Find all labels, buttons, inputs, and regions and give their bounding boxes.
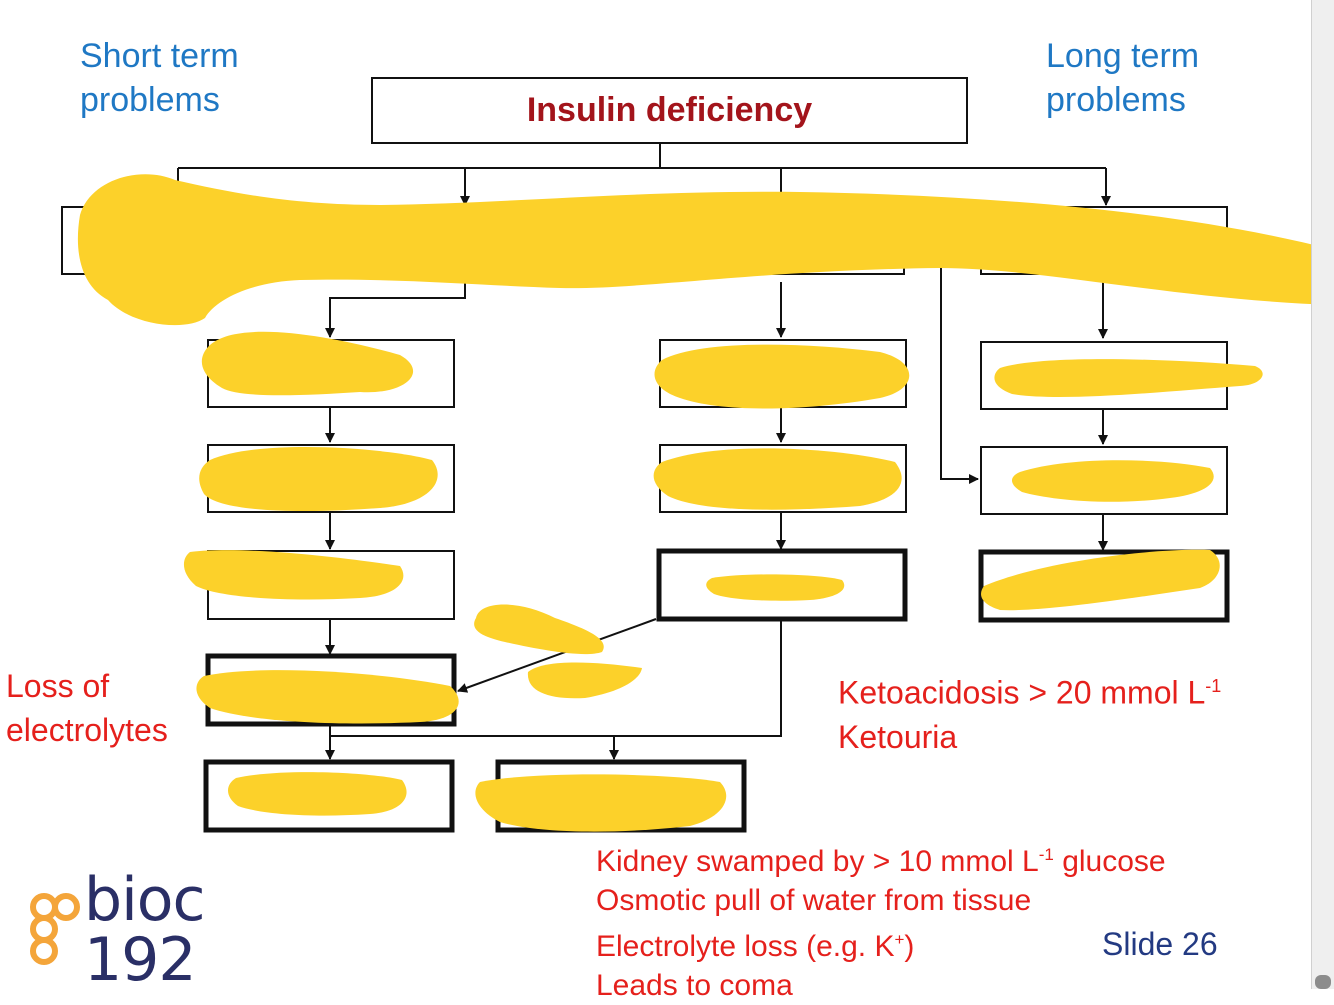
arrow-diagonal [457, 618, 657, 693]
ketouria-line: Ketouria [838, 718, 958, 755]
kidney-line1-text: Kidney swamped by > 10 mmol L [596, 845, 1039, 878]
slide-number-label: Slide 26 [1102, 926, 1218, 962]
redaction-right-2 [1012, 460, 1214, 502]
ketoacidosis-note: Ketoacidosis > 20 mmol L-1 Ketouria [838, 664, 1221, 759]
scrollbar[interactable] [1311, 0, 1334, 989]
connector-mid-down [330, 619, 782, 737]
kidney-line2: Osmotic pull of water from tissue [596, 884, 1032, 917]
ketoacidosis-superscript: -1 [1205, 676, 1222, 696]
long-term-heading-line1: Long term [1046, 37, 1200, 75]
kidney-line4: Leads to coma [596, 969, 793, 1002]
kidney-line1-superscript: -1 [1038, 845, 1054, 864]
redaction-annotation-2 [527, 662, 642, 699]
electrolytes-note: Loss of electrolytes [6, 664, 168, 752]
scrollbar-thumb[interactable] [1315, 975, 1331, 989]
short-term-heading: Short term problems [80, 34, 239, 122]
insulin-deficiency-box: Insulin deficiency [371, 77, 968, 144]
slide-number: Slide 26 [1102, 926, 1218, 963]
highlighter-redactions [77, 174, 1334, 832]
ketoacidosis-text: Ketoacidosis > 20 mmol L [838, 674, 1206, 711]
arrow-merge-left [325, 275, 466, 338]
bioc-logo-mark-icon [30, 893, 80, 965]
insulin-deficiency-label: Insulin deficiency [526, 91, 813, 129]
kidney-line3-superscript: + [894, 930, 905, 949]
kidney-line1: Kidney swamped by > 10 mmol L-1 glucose [596, 835, 1166, 881]
electrolytes-note-line1: Loss of [6, 668, 110, 704]
bioc-logo: bioc 192 [28, 870, 298, 990]
kidney-notes: Kidney swamped by > 10 mmol L-1 glucose … [596, 835, 1166, 1005]
kidney-line1-suffix: glucose [1053, 845, 1166, 878]
kidney-line3-suffix: ) [904, 930, 915, 963]
redaction-right-1 [994, 359, 1263, 397]
redaction-left-3 [183, 550, 404, 600]
redaction-left-4 [196, 670, 459, 724]
redaction-mid-1 [654, 344, 910, 409]
redaction-bottom-1 [228, 772, 407, 816]
electrolytes-note-line2: electrolytes [6, 712, 168, 748]
redaction-left-2 [199, 446, 438, 512]
bioc-logo-text: bioc 192 [84, 865, 205, 995]
redaction-bottom-2 [475, 774, 727, 832]
short-term-heading-line2: problems [80, 81, 220, 119]
connectors [173, 144, 1111, 760]
redaction-right-3 [981, 549, 1220, 611]
redaction-top-band [77, 174, 1334, 326]
redaction-annotation-1 [474, 604, 604, 655]
long-term-heading-line2: problems [1046, 81, 1186, 119]
short-term-heading-line1: Short term [80, 37, 239, 75]
redaction-mid-2 [653, 448, 902, 510]
long-term-heading: Long term problems [1046, 34, 1199, 122]
ketoacidosis-line1: Ketoacidosis > 20 mmol L-1 [838, 664, 1221, 715]
redaction-left-1 [201, 331, 414, 396]
arrow-branch-right [940, 260, 979, 484]
redaction-mid-3 [706, 574, 845, 601]
kidney-line3-text: Electrolyte loss (e.g. K [596, 930, 895, 963]
kidney-line3: Electrolyte loss (e.g. K+) [596, 920, 1166, 966]
